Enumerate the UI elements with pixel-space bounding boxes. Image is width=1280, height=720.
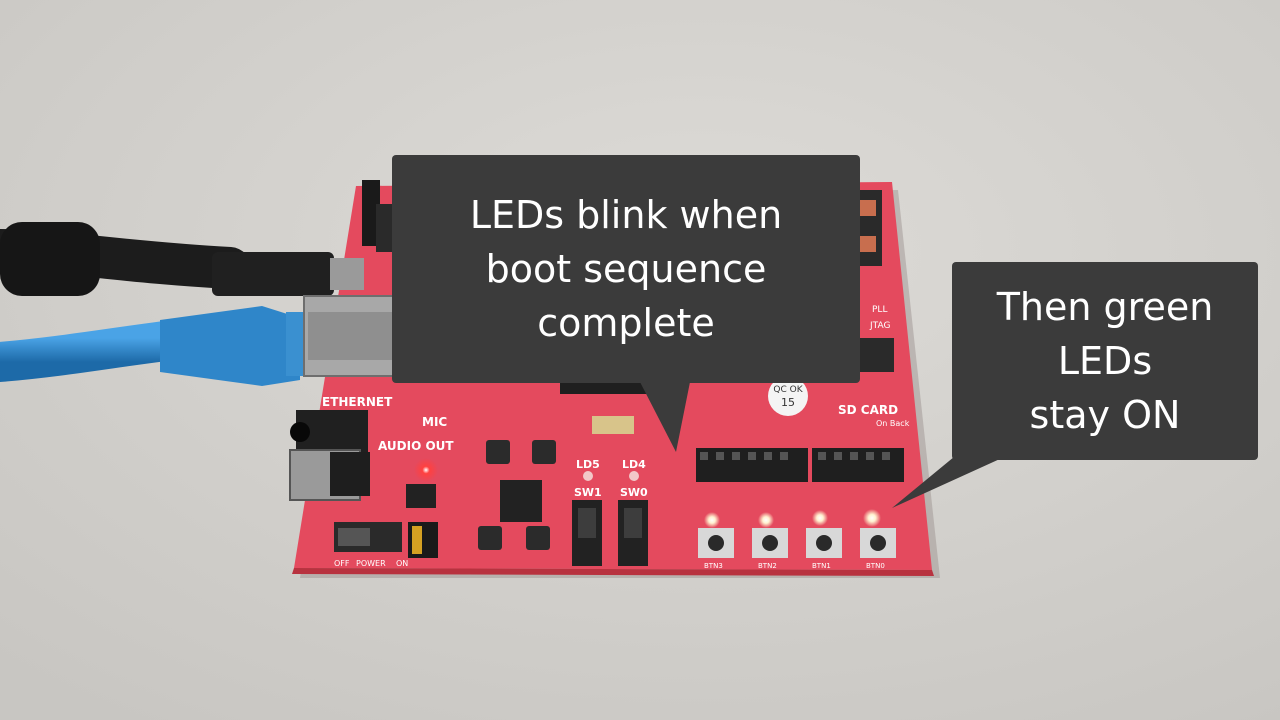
callout-green-pointer bbox=[892, 452, 1002, 508]
ethernet-plug bbox=[286, 312, 308, 376]
led-ld0 bbox=[863, 509, 881, 527]
pcb-board-edge bbox=[292, 568, 934, 576]
capacitor-row bbox=[592, 416, 634, 434]
callout-boot-line-1: LEDs blink when bbox=[469, 193, 783, 237]
ethernet-boot bbox=[160, 306, 300, 386]
callout-boot-line-3: complete bbox=[537, 301, 715, 345]
label-power: POWER bbox=[356, 559, 386, 568]
reset-button-2 bbox=[860, 236, 876, 252]
label-on-back: On Back bbox=[876, 419, 910, 428]
callout-green-line-2: LEDs bbox=[1057, 339, 1153, 383]
led-ld1 bbox=[812, 510, 828, 526]
mic-jack-hole bbox=[290, 422, 310, 442]
label-btn1: BTN1 bbox=[812, 562, 831, 570]
callout-boot-line-2: boot sequence bbox=[485, 247, 767, 291]
label-ethernet: ETHERNET bbox=[322, 395, 393, 409]
qc-sticker bbox=[768, 376, 808, 416]
label-btn2: BTN2 bbox=[758, 562, 777, 570]
inductor-3 bbox=[478, 526, 502, 550]
label-ld4: LD4 bbox=[622, 458, 646, 471]
reset-button bbox=[860, 200, 876, 216]
power-led bbox=[414, 458, 438, 482]
label-off: OFF bbox=[334, 559, 350, 568]
label-btn3: BTN3 bbox=[704, 562, 723, 570]
label-sw1: SW1 bbox=[574, 486, 602, 499]
label-btn0: BTN0 bbox=[866, 562, 885, 570]
callout-boot-sequence: LEDs blink when boot sequence complete bbox=[392, 155, 860, 383]
push-buttons bbox=[698, 528, 896, 558]
label-sw0: SW0 bbox=[620, 486, 648, 499]
jtag-header-2 bbox=[376, 204, 394, 252]
audio-jack-cap bbox=[330, 452, 370, 496]
callout-green-leds: Then green LEDs stay ON bbox=[952, 262, 1258, 460]
jtag-header bbox=[362, 180, 380, 246]
label-jtag: JTAG bbox=[869, 321, 890, 331]
jumper-cap bbox=[412, 526, 422, 554]
label-pll: PLL bbox=[872, 305, 887, 315]
pmod-pins bbox=[700, 452, 890, 460]
inductor-1 bbox=[486, 440, 510, 464]
label-mic: MIC bbox=[422, 415, 447, 429]
ferrite-core bbox=[0, 222, 100, 296]
qc-sticker-number: 15 bbox=[781, 396, 795, 409]
led-ld5 bbox=[583, 471, 593, 481]
inductor-2 bbox=[532, 440, 556, 464]
led-ld3 bbox=[704, 512, 720, 528]
power-switch-slider bbox=[338, 528, 370, 546]
qc-sticker-label: QC OK bbox=[773, 385, 803, 395]
label-audio-out: AUDIO OUT bbox=[378, 439, 454, 453]
callout-green-line-3: stay ON bbox=[1029, 393, 1181, 437]
label-ld5: LD5 bbox=[576, 458, 600, 471]
callout-boot-pointer bbox=[640, 382, 690, 452]
jtag-pins bbox=[860, 338, 894, 372]
callout-green-line-1: Then green bbox=[996, 285, 1214, 329]
regulator-chip bbox=[406, 484, 436, 508]
usb-plug-body bbox=[212, 252, 334, 296]
usb-plug-tip bbox=[330, 258, 364, 290]
slide-switch-sw1-knob bbox=[578, 508, 596, 538]
ethernet-jack-face bbox=[308, 312, 394, 360]
label-sd-card: SD CARD bbox=[838, 403, 898, 417]
label-on: ON bbox=[396, 559, 408, 568]
fpga-chip bbox=[500, 480, 542, 522]
led-ld4 bbox=[629, 471, 639, 481]
slide-switch-sw0-knob bbox=[624, 508, 642, 538]
inductor-4 bbox=[526, 526, 550, 550]
led-ld2 bbox=[758, 512, 774, 528]
